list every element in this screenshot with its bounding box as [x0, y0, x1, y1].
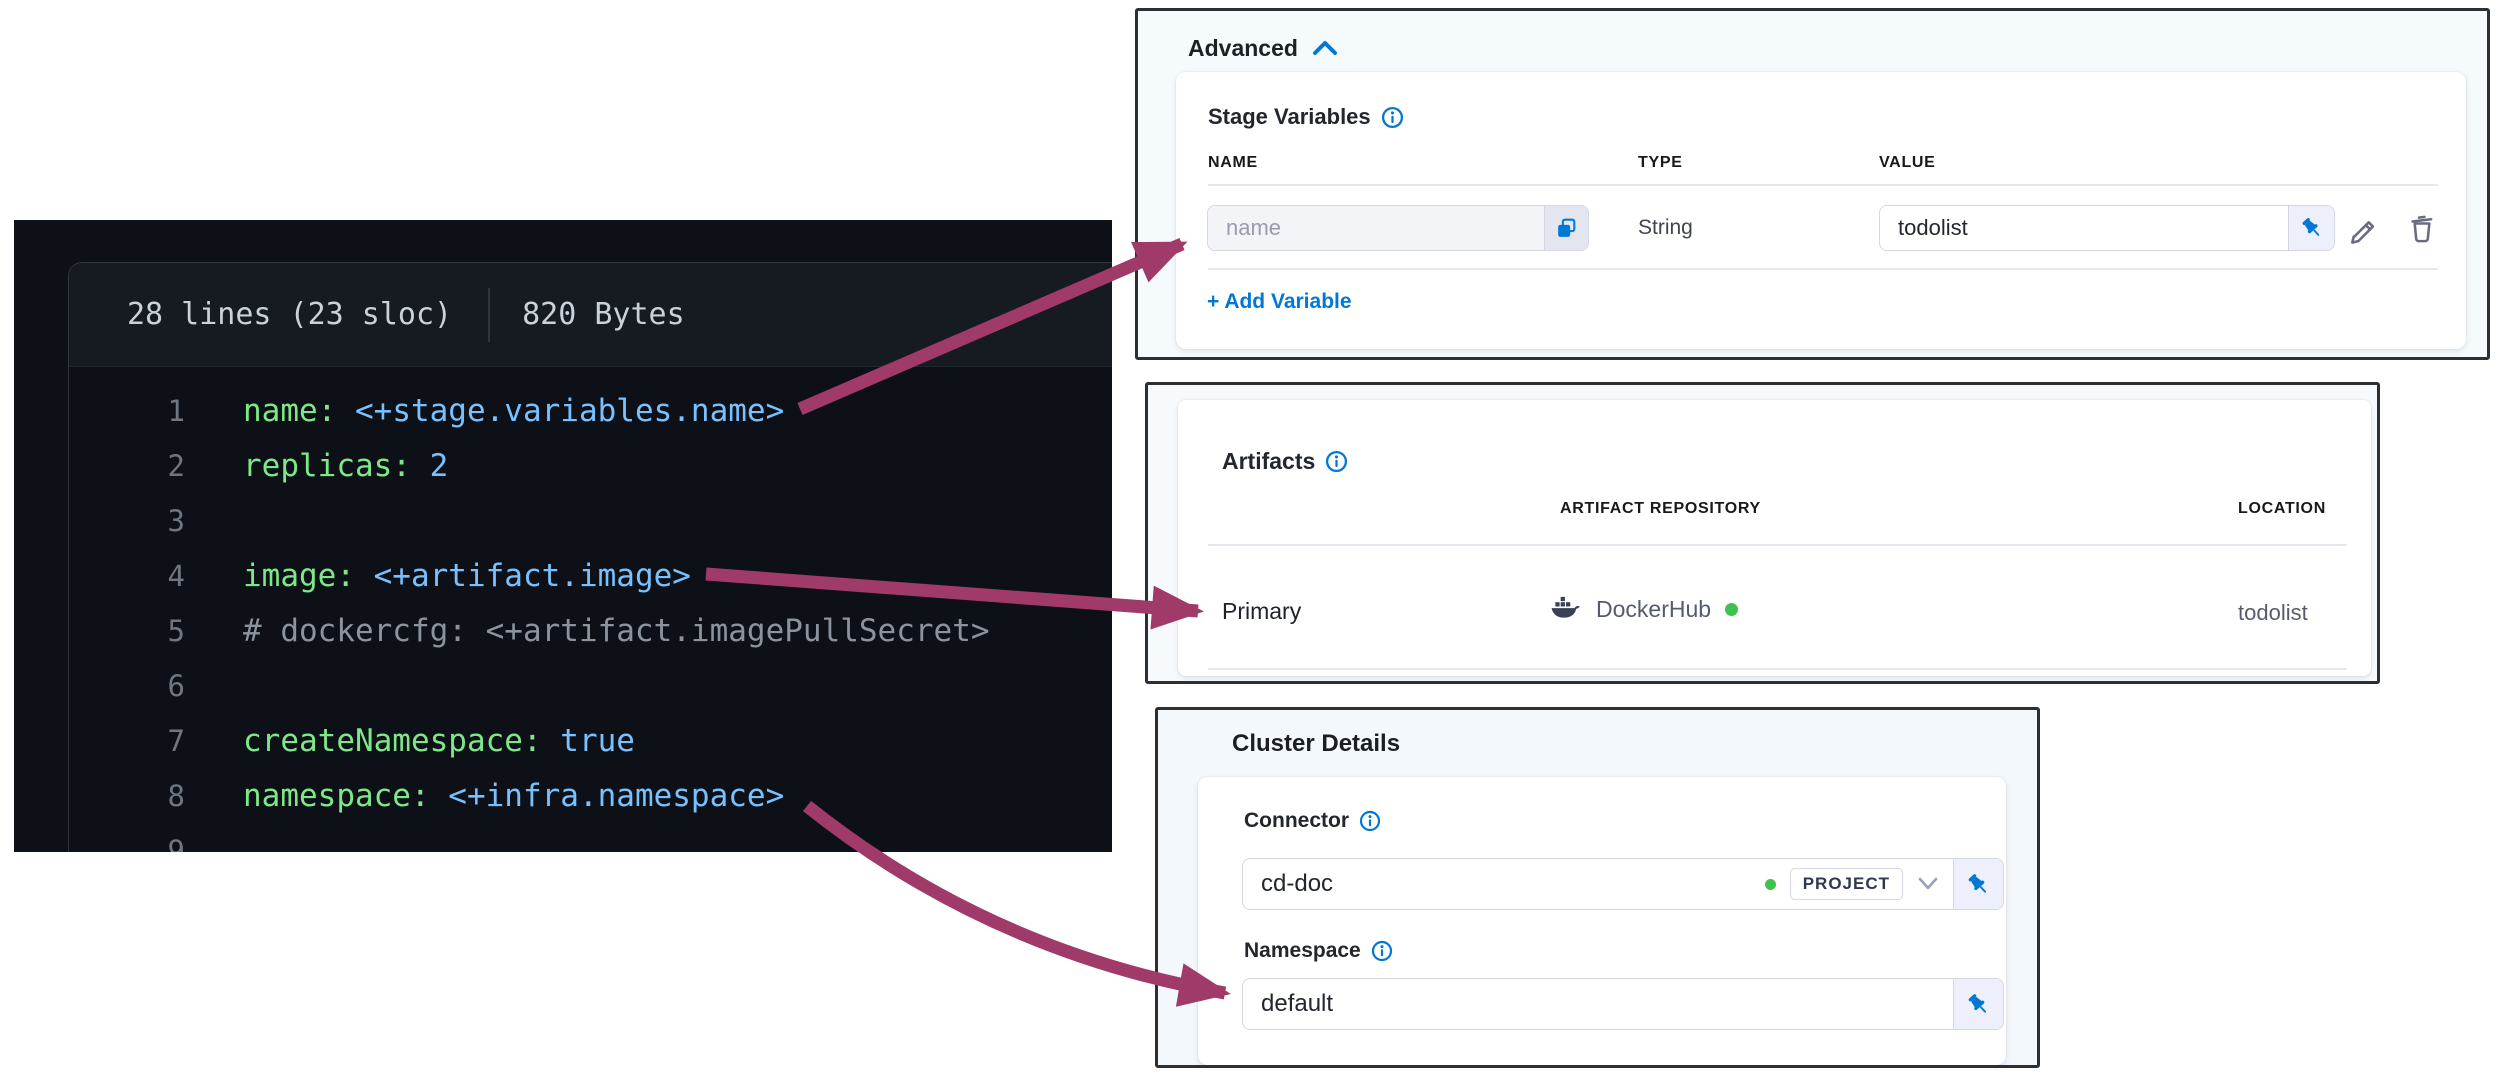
copy-icon[interactable] [1544, 206, 1588, 250]
code-line: 7 createNamespace: true [69, 713, 1112, 768]
column-header-artifact-repository: ARTIFACT REPOSITORY [1560, 500, 1761, 517]
chevron-up-icon [1312, 35, 1338, 62]
artifact-location: todolist [2238, 600, 2308, 625]
line-content: namespace: <+infra.namespace> [243, 777, 785, 814]
pencil-icon[interactable] [2344, 211, 2380, 247]
row-divider-line [1208, 268, 2438, 270]
green-status-dot [1725, 603, 1739, 616]
code-line: 9 [69, 823, 1112, 853]
artifacts-card: Artifacts ARTIFACT REPOSITORY LOCATION P… [1178, 400, 2371, 676]
connector-label-row: Connector [1244, 809, 1381, 833]
cluster-details-title: Cluster Details [1232, 730, 1401, 757]
line-number: 5 [167, 613, 185, 648]
artifacts-panel: Artifacts ARTIFACT REPOSITORY LOCATION P… [1145, 382, 2380, 684]
line-content: image: <+artifact.image> [243, 557, 691, 594]
code-file-header: 28 lines (23 sloc) 820 Bytes [69, 263, 1112, 367]
line-number: 8 [167, 778, 185, 813]
scope-badge: PROJECT [1789, 868, 1903, 900]
variable-value-input[interactable]: todolist [1879, 205, 2335, 251]
code-line: 8 namespace: <+infra.namespace> [69, 768, 1112, 823]
pin-icon[interactable] [1953, 979, 2003, 1029]
line-number: 9 [167, 833, 185, 853]
connector-select[interactable]: cd-doc PROJECT [1242, 858, 2004, 910]
advanced-panel: Advanced Stage Variables NAME TYPE VALUE… [1135, 8, 2490, 360]
stage-variables-label: Stage Variables [1208, 104, 1371, 129]
code-lines: 1 name: <+stage.variables.name> 2 replicas:… [69, 367, 1112, 853]
column-header-name: NAME [1208, 154, 1258, 171]
artifacts-header-divider [1208, 544, 2347, 546]
header-divider-line [1208, 184, 2438, 186]
line-number: 4 [167, 558, 185, 593]
variable-name-input[interactable]: name [1207, 205, 1589, 251]
line-content: createNamespace: true [243, 722, 635, 759]
namespace-value: default [1261, 990, 1334, 1017]
info-icon[interactable] [1325, 450, 1348, 473]
code-line: 4 image: <+artifact.image> [69, 548, 1112, 603]
line-content: replicas: 2 [243, 447, 449, 484]
variable-value-text: todolist [1898, 215, 1968, 240]
info-icon[interactable] [1371, 940, 1393, 962]
namespace-label-row: Namespace [1244, 939, 1393, 963]
artifacts-row-divider [1208, 668, 2347, 670]
artifact-repository-name: DockerHub [1596, 596, 1712, 622]
code-viewer: 28 lines (23 sloc) 820 Bytes 1 name: <+st… [14, 220, 1112, 852]
trash-icon[interactable] [2404, 211, 2440, 247]
code-file-size: 820 Bytes [522, 297, 685, 332]
add-variable-button[interactable]: + Add Variable [1207, 290, 1352, 313]
stage-variables-card: Stage Variables NAME TYPE VALUE name Str… [1176, 72, 2466, 349]
green-status-dot [1764, 878, 1776, 890]
advanced-section-toggle[interactable]: Advanced [1188, 35, 1338, 62]
namespace-label: Namespace [1244, 939, 1361, 962]
namespace-input[interactable]: default [1242, 978, 2004, 1030]
artifacts-label-row: Artifacts [1222, 448, 1348, 475]
chevron-down-icon[interactable] [1917, 876, 1939, 892]
variable-name-placeholder: name [1226, 215, 1282, 240]
line-number: 6 [167, 668, 185, 703]
line-content: # dockercfg: <+artifact.imagePullSecret> [243, 612, 990, 649]
docker-whale-icon [1550, 594, 1582, 625]
info-icon[interactable] [1381, 106, 1404, 129]
column-header-location: LOCATION [2238, 500, 2326, 517]
stage-variables-label-row: Stage Variables [1208, 104, 1404, 130]
line-number: 3 [167, 503, 185, 538]
pin-icon[interactable] [1953, 859, 2003, 909]
code-line: 2 replicas: 2 [69, 438, 1112, 493]
connector-value: cd-doc [1261, 870, 1334, 897]
info-icon[interactable] [1359, 810, 1381, 832]
code-lines-info: 28 lines (23 sloc) [127, 297, 453, 332]
pin-icon[interactable] [2288, 206, 2334, 250]
artifact-row-name: Primary [1222, 598, 1302, 624]
connector-label: Connector [1244, 809, 1349, 832]
variable-type: String [1638, 216, 1693, 239]
column-header-value: VALUE [1879, 154, 1936, 171]
line-number: 1 [167, 393, 185, 428]
code-line: 3 [69, 493, 1112, 548]
code-line: 1 name: <+stage.variables.name> [69, 383, 1112, 438]
line-number: 7 [167, 723, 185, 758]
artifact-repository-cell: DockerHub [1550, 594, 1739, 625]
code-line: 6 [69, 658, 1112, 713]
cluster-details-panel: Cluster Details Connector cd-doc PROJECT [1155, 707, 2040, 1068]
code-file-box: 28 lines (23 sloc) 820 Bytes 1 name: <+st… [68, 262, 1112, 852]
artifacts-title: Artifacts [1222, 448, 1316, 474]
cluster-details-card: Connector cd-doc PROJECT [1198, 777, 2006, 1065]
line-number: 2 [167, 448, 185, 483]
code-line: 5 # dockercfg: <+artifact.imagePullSecret… [69, 603, 1112, 658]
advanced-title: Advanced [1188, 35, 1298, 61]
header-divider [488, 287, 491, 342]
column-header-type: TYPE [1638, 154, 1683, 171]
line-content: name: <+stage.variables.name> [243, 392, 785, 429]
